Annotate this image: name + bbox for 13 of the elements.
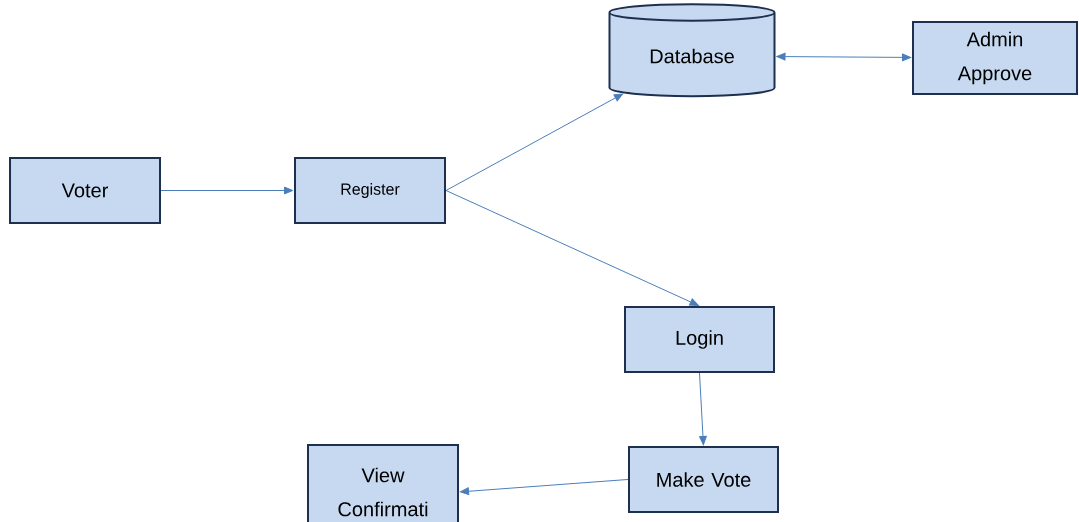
arrow bbox=[699, 372, 707, 446]
process-box: Admin Approve bbox=[912, 21, 1078, 95]
arrow bbox=[459, 479, 629, 496]
process-box: View Confirmati bbox=[307, 444, 459, 522]
arrow bbox=[445, 93, 624, 191]
process-box: Make Vote bbox=[628, 446, 779, 513]
arrow bbox=[776, 52, 912, 62]
process-box: Login bbox=[624, 306, 775, 373]
arrow bbox=[445, 190, 699, 306]
arrow bbox=[160, 186, 294, 195]
database-cylinder: Database bbox=[608, 3, 776, 98]
process-box: Register bbox=[294, 157, 446, 224]
process-box: Voter bbox=[9, 157, 161, 224]
